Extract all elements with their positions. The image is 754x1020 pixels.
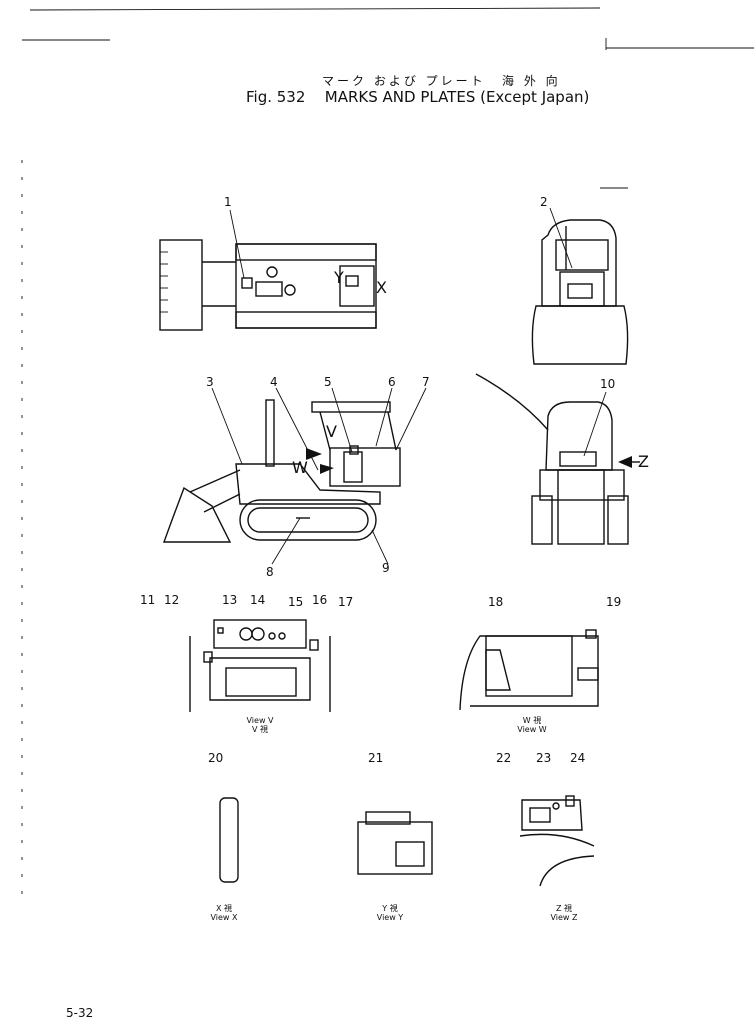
caption-view-z-jp: Z 視: [555, 904, 573, 913]
callout-9: 9: [382, 561, 390, 575]
view-y-drawing: [357, 811, 433, 875]
leader-1: [229, 209, 245, 279]
callout-4: 4: [270, 375, 278, 389]
callout-16: 16: [312, 593, 328, 607]
rear-view-z-drawing: [475, 373, 640, 545]
caption-view-z-en: View Z: [550, 913, 578, 922]
view-v-drawing: [189, 619, 331, 712]
callout-24: 24: [570, 751, 586, 765]
figure-title: Fig. 532 MARKS AND PLATES (Except Japan): [246, 88, 589, 106]
view-w-drawing: [459, 629, 599, 711]
side-view-drawing: [163, 399, 401, 543]
callout-18: 18: [488, 595, 504, 609]
view-letter-x: X: [376, 278, 387, 297]
callout-12: 12: [164, 593, 180, 607]
callout-6: 6: [388, 375, 396, 389]
japanese-region-text: 海 外 向: [502, 74, 561, 88]
callout-5: 5: [324, 375, 332, 389]
callout-8: 8: [266, 565, 274, 579]
caption-view-z: Z 視 View Z: [534, 904, 594, 922]
side-view-leaders: [211, 387, 427, 565]
japanese-title-text: マーク および プレート: [322, 74, 486, 88]
caption-view-y-jp: Y 視: [382, 904, 398, 913]
scan-edge-marks: [21, 7, 754, 900]
view-x-drawing: [219, 797, 239, 883]
leader-10: [583, 391, 607, 457]
caption-view-x-en: View X: [210, 913, 238, 922]
top-view-drawing: [159, 239, 377, 331]
caption-view-v-en: View V: [246, 716, 274, 725]
caption-view-w: W 視 View W: [502, 716, 562, 734]
callout-3: 3: [206, 375, 214, 389]
callout-14: 14: [250, 593, 266, 607]
caption-view-y: Y 視 View Y: [360, 904, 420, 922]
caption-view-x: X 視 View X: [194, 904, 254, 922]
callout-23: 23: [536, 751, 552, 765]
view-letter-y: Y: [334, 268, 344, 287]
caption-view-w-jp: W 視: [522, 716, 542, 725]
figure-title-text: MARKS AND PLATES (Except Japan): [324, 88, 590, 106]
leader-2: [549, 207, 573, 269]
view-letter-v: V: [326, 422, 337, 441]
view-letter-z: Z: [638, 452, 649, 471]
callout-10: 10: [600, 377, 616, 391]
callout-7: 7: [422, 375, 430, 389]
callout-22: 22: [496, 751, 512, 765]
caption-view-w-en: View W: [517, 725, 547, 734]
callout-20: 20: [208, 751, 224, 765]
rear-view-drawing: [531, 219, 629, 365]
view-letter-w: W: [292, 458, 308, 477]
japanese-title: マーク および プレート 海 外 向: [322, 72, 558, 89]
page-number: 5-32: [66, 1006, 94, 1020]
callout-2: 2: [540, 195, 548, 209]
view-z-drawing: [519, 795, 595, 887]
callout-21: 21: [368, 751, 384, 765]
callout-11: 11: [140, 593, 156, 607]
callout-1: 1: [224, 195, 232, 209]
callout-19: 19: [606, 595, 622, 609]
callout-15: 15: [288, 595, 304, 609]
callout-13: 13: [222, 593, 238, 607]
callout-17: 17: [338, 595, 354, 609]
caption-view-v: View V V 視: [230, 716, 290, 734]
caption-view-y-en: View Y: [376, 913, 404, 922]
caption-view-v-jp: V 視: [251, 725, 268, 734]
caption-view-x-jp: X 視: [215, 904, 233, 913]
figure-number: Fig. 532: [246, 88, 306, 106]
